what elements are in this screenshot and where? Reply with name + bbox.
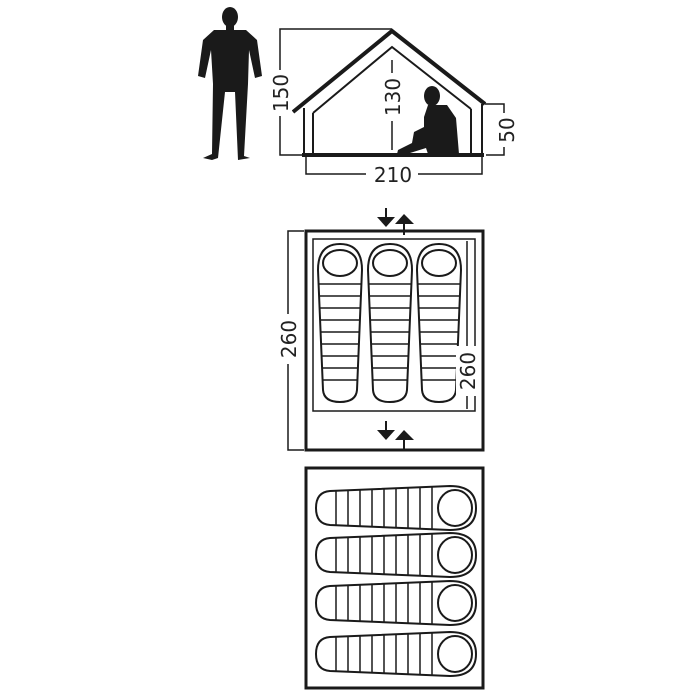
sleeping-bag-icon xyxy=(415,242,463,404)
length-inner-label: 260 xyxy=(456,352,480,390)
inner-tent-outline xyxy=(312,238,476,412)
sleeping-bag-icon xyxy=(314,579,478,627)
sleeping-bag-icon xyxy=(316,242,364,404)
plan-view: 260 260 xyxy=(276,208,485,452)
sitting-person-icon xyxy=(397,86,459,154)
entrance-arrow-icon xyxy=(377,421,414,450)
length-outer-label: 260 xyxy=(277,320,301,358)
sleeping-bag-icon xyxy=(366,242,414,404)
standing-person-icon xyxy=(198,7,262,160)
tent-floor-outline-alt xyxy=(304,466,485,690)
side-view: 150 130 50 210 xyxy=(198,7,519,187)
sleeping-bag-icon xyxy=(314,484,478,532)
entrance-arrow-icon xyxy=(377,208,414,235)
tent-side-outline xyxy=(291,28,487,157)
height-inner-label: 130 xyxy=(381,78,405,116)
plan-view-alt xyxy=(304,466,485,690)
sleeping-bag-icon xyxy=(314,630,478,678)
sleeping-bag-icon xyxy=(314,531,478,579)
tent-floor-outline xyxy=(304,229,485,452)
width-label: 210 xyxy=(374,163,412,187)
height-outer-label: 150 xyxy=(269,74,293,112)
wall-height-label: 50 xyxy=(495,117,519,142)
